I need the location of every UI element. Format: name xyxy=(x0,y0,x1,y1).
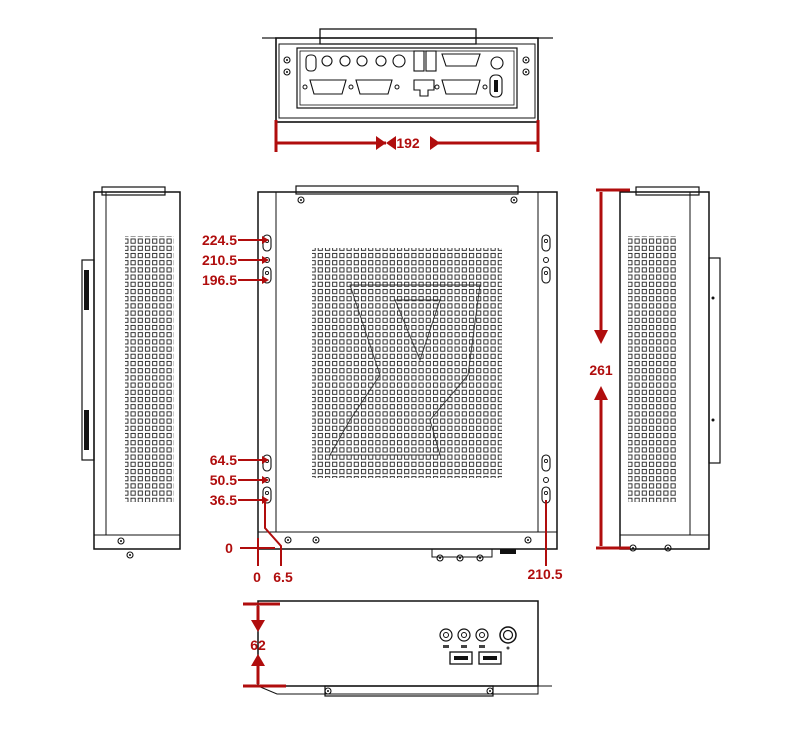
dimension-line-height xyxy=(596,188,630,550)
usb-port-icon xyxy=(413,50,437,97)
top-view: 224.5 210.5 196.5 64.5 50.5 36.5 0 0 6.5… xyxy=(202,185,563,585)
mounting-screw-icon xyxy=(324,687,494,695)
dim-width: 192 xyxy=(396,135,420,151)
dim-hole-right: 210.5 xyxy=(527,566,562,582)
audio-jack-icon xyxy=(431,548,516,562)
power-button-icon xyxy=(499,626,517,650)
logo-outline xyxy=(329,284,481,456)
right-side-view: 261 xyxy=(589,186,721,552)
dim-hole-64-5: 64.5 xyxy=(210,452,237,468)
dim-height: 261 xyxy=(589,362,613,378)
dim-hole-196-5: 196.5 xyxy=(202,272,237,288)
dim-origin-x: 0 xyxy=(253,569,261,585)
front-view: 62 xyxy=(243,600,552,697)
mounting-slot-icon xyxy=(262,234,551,504)
audio-jack-icon xyxy=(321,54,406,68)
arrow-icon xyxy=(262,236,269,504)
mounting-screw-icon xyxy=(117,537,134,559)
hole-dimension-lines xyxy=(238,239,262,501)
usb-port-icon xyxy=(449,651,502,665)
rear-io-view: 192 xyxy=(262,28,553,152)
mounting-screw-icon xyxy=(629,544,672,552)
dim-offset-x: 6.5 xyxy=(273,569,293,585)
dim-depth: 62 xyxy=(250,637,266,653)
dim-hole-210-5: 210.5 xyxy=(202,252,237,268)
dim-hole-36-5: 36.5 xyxy=(210,492,237,508)
network-port-icon xyxy=(489,56,504,98)
vga-port-icon xyxy=(302,53,488,95)
origin-dimension-lines xyxy=(240,500,547,566)
audio-jack-icon xyxy=(439,628,489,648)
dim-hole-224-5: 224.5 xyxy=(202,232,237,248)
arrow-icon xyxy=(594,330,608,400)
arrow-icon xyxy=(386,136,396,150)
dim-hole-50-5: 50.5 xyxy=(210,472,237,488)
ps2-port-icon xyxy=(305,54,317,72)
left-side-view xyxy=(81,186,181,559)
dim-origin-y: 0 xyxy=(225,540,233,556)
arrow-icon xyxy=(251,620,265,666)
